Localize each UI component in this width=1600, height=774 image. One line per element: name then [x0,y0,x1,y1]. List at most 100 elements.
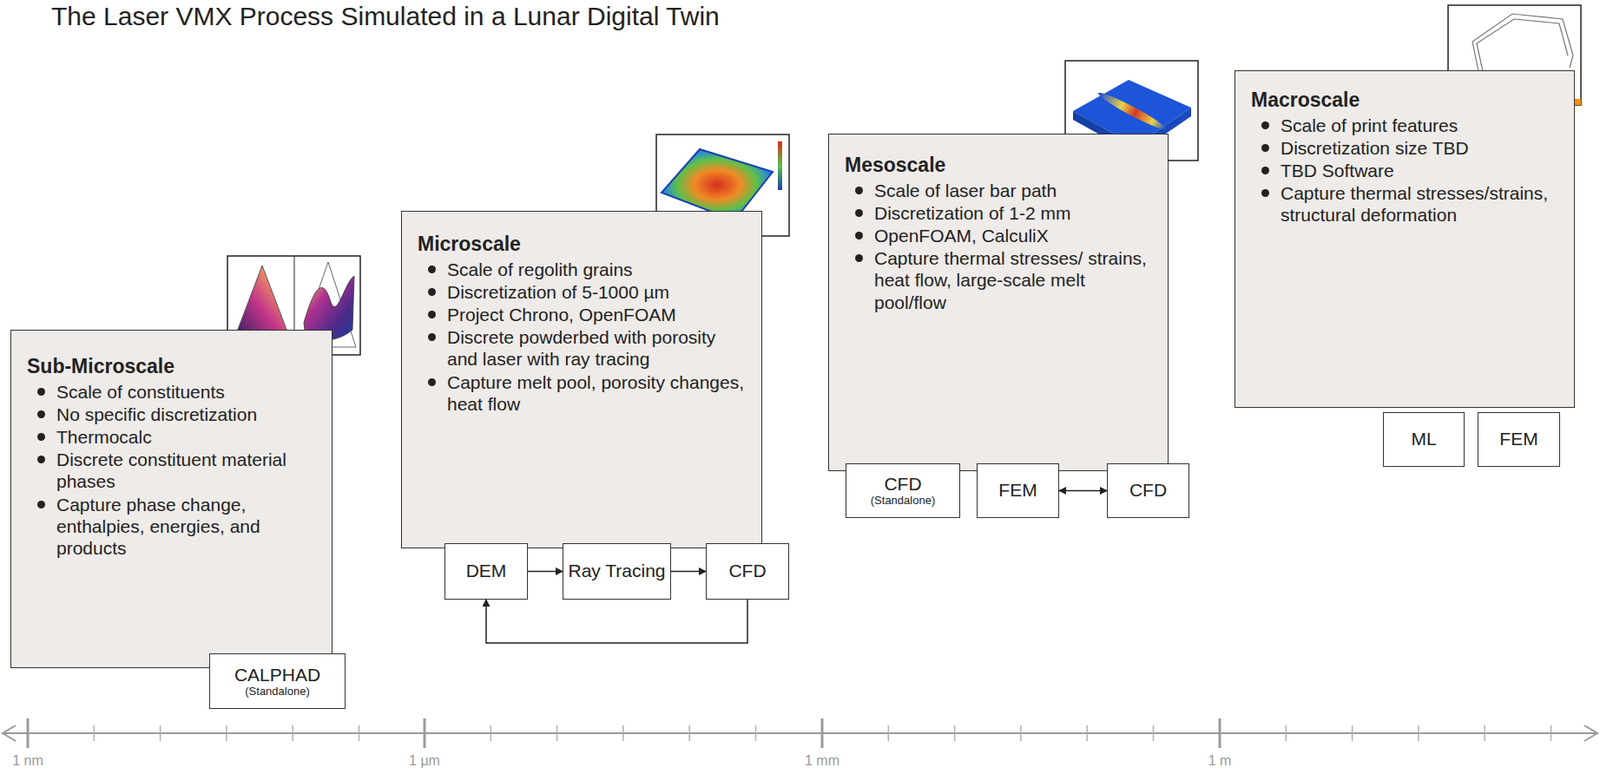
bullet-item: Discrete powderbed with porosity and las… [417,326,751,370]
bullet-item: Capture phase change, enthalpies, energi… [26,493,322,560]
bullet-dot [37,455,46,464]
method-box: CALPHAD(Standalone) [209,653,346,710]
bullet-item: Scale of regolith grains [417,258,751,281]
method-note: (Standalone) [870,494,935,507]
diagram-title: The Laser VMX Process Simulated in a Lun… [51,1,720,33]
panel-heading: Sub-Microscale [26,355,322,380]
bullet-item: Scale of print features [1251,114,1564,137]
minor-tick [888,725,890,742]
bullet-item: OpenFOAM, CalculiX [844,224,1158,247]
method-name: FEM [1499,428,1538,450]
major-tick [821,718,824,749]
bullet-item: Scale of constituents [26,381,322,403]
bullet-dot [37,410,46,419]
bullet-item: Capture melt pool, porosity changes, hea… [417,371,751,415]
minor-tick [490,725,493,742]
bullet-text: No specific discretization [56,404,257,425]
minor-tick [1086,725,1088,742]
bullet-text: Project Chrono, OpenFOAM [447,304,677,325]
bullet-dot [427,378,436,387]
bullet-text: Scale of regolith grains [447,259,633,280]
scale-panel: MicroscaleScale of regolith grainsDiscre… [401,210,763,549]
flow-connector [527,571,563,573]
bullet-item: Discretization of 5-1000 µm [417,281,751,303]
method-box: Ray Tracing [562,543,672,600]
bullet-item: Project Chrono, OpenFOAM [417,303,751,326]
bullet-item: Thermocalc [26,426,322,448]
method-box: CFD [705,543,790,600]
bullet-dot [1261,121,1270,130]
minor-tick [1285,725,1288,742]
bullet-item: Capture thermal stresses/strains, struct… [1251,182,1564,226]
bullet-dot [427,265,436,274]
minor-tick [1417,725,1420,742]
method-name: CFD [728,560,766,582]
bullet-text: Discrete powderbed with porosity and las… [447,327,716,369]
method-name: ML [1410,428,1436,450]
panel-heading: Microscale [417,232,751,257]
bullet-dot [1261,189,1270,198]
minor-tick [1550,725,1553,742]
major-tick [423,718,427,749]
flow-connector [486,599,748,644]
bullet-text: Capture phase change, enthalpies, energi… [56,494,261,559]
scale-label: 1 m [1208,753,1232,770]
bullet-dot [855,209,863,218]
bullet-text: Capture melt pool, porosity changes, hea… [447,372,745,415]
scale-label: 1 nm [12,753,44,770]
method-box: CFD(Standalone) [845,463,961,519]
bullet-dot [855,186,863,195]
bullet-text: Thermocalc [56,427,152,448]
bullet-dot [37,500,46,509]
bullet-item: Scale of laser bar path [844,179,1158,202]
minor-tick [93,725,96,742]
bullet-item: No specific discretization [26,403,322,426]
bullet-dot [1261,144,1270,152]
method-name: CFD [1129,480,1167,501]
method-name: Ray Tracing [567,560,666,582]
bullet-item: Capture thermal stresses/ strains, heat … [844,247,1158,314]
bullet-item: Discretization size TBD [1251,137,1564,159]
minor-tick [755,725,758,742]
bullet-text: Capture thermal stresses/strains, struct… [1280,183,1548,225]
bullet-dot [427,288,436,297]
minor-tick [556,725,559,742]
major-tick [1218,718,1222,749]
bullet-text: Discretization of 1-2 mm [874,203,1071,224]
minor-tick [1483,725,1486,742]
bullet-dot [855,231,863,240]
bullet-dot [427,333,436,342]
minor-tick [358,725,361,742]
scale-panel: Sub-MicroscaleScale of constituentsNo sp… [10,329,333,669]
method-name: CFD [883,474,922,495]
major-tick [26,718,30,749]
bullet-text: Scale of print features [1280,115,1458,136]
minor-tick [1351,725,1354,742]
bullet-text: OpenFOAM, CalculiX [874,225,1049,246]
minor-tick [225,725,228,742]
bullet-dot [37,388,46,396]
flow-connector [671,571,706,573]
bullet-item: Discretization of 1-2 mm [844,202,1158,224]
bullet-item: Discrete constituent material phases [26,448,322,493]
method-name: CALPHAD [234,665,321,686]
scale-panel: MesoscaleScale of laser bar pathDiscreti… [828,133,1169,472]
method-box: ML [1382,412,1465,468]
bullet-text: Discretization size TBD [1280,138,1469,159]
flow-connector [1059,490,1107,493]
method-box: CFD [1106,463,1190,519]
bullet-dot [427,310,436,319]
scale-label: 1 mm [804,753,840,770]
panel-heading: Mesoscale [844,153,1158,178]
bullet-text: Capture thermal stresses/ strains, heat … [874,248,1147,312]
bullet-text: TBD Software [1280,160,1395,181]
method-box: FEM [1477,412,1561,468]
bullet-text: Scale of laser bar path [874,180,1057,201]
bullet-dot [855,254,863,263]
panel-heading: Macroscale [1251,88,1564,113]
scale-label: 1 µm [408,753,441,770]
method-box: DEM [444,543,528,600]
method-name: DEM [466,560,507,582]
bullet-text: Discrete constituent material phases [56,449,287,492]
minor-tick [291,725,294,742]
